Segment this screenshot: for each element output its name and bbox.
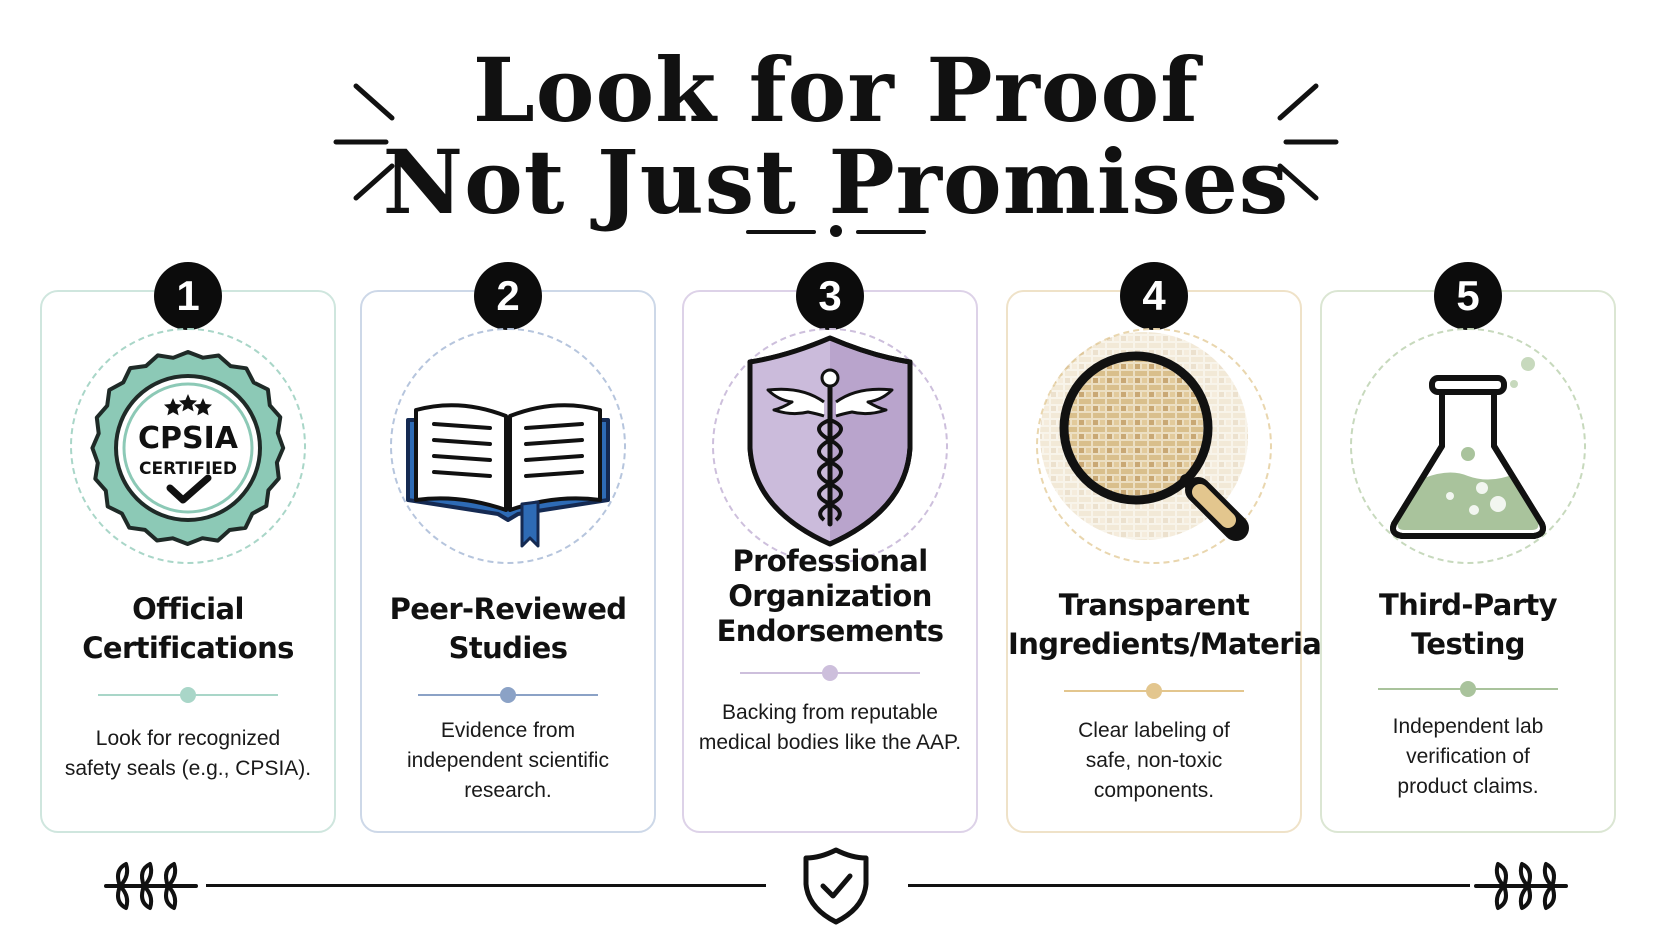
card-divider (740, 665, 920, 681)
card-professional-endorsements: 3 Professional Organization Endorsements… (682, 262, 978, 833)
card-heading: Third-Party Testing (1379, 588, 1558, 661)
step-number-badge: 3 (796, 262, 864, 330)
open-book-icon (406, 403, 610, 548)
card-peer-reviewed-studies: 2 Peer-Reviewed Studies Evidence from in… (360, 262, 656, 833)
caduceus-shield-icon (747, 335, 913, 547)
footer-divider-left (206, 884, 766, 887)
card-description: Clear labeling of safe, non-toxic compon… (1078, 719, 1230, 802)
card-transparent-ingredients: 4 Transparent Ingredients/Materials Clea… (1006, 262, 1348, 833)
icon-ring (1036, 328, 1272, 564)
card-divider (418, 687, 598, 703)
icon-ring (70, 328, 306, 564)
seal-text-cpsia: CPSIA (138, 421, 239, 456)
footer-divider-right (908, 884, 1470, 887)
laurel-left-icon (104, 862, 198, 910)
icon-ring (712, 328, 948, 564)
title-underline-ornament-icon (746, 225, 926, 237)
title-burst-right-icon (1277, 83, 1339, 201)
title-line-1: Look for Proof (472, 38, 1200, 142)
step-number-badge: 4 (1120, 262, 1188, 330)
laurel-right-icon (1474, 862, 1568, 910)
cpsia-seal-icon: CPSIA CERTIFIED (90, 350, 286, 546)
card-heading: Official Certifications (82, 592, 294, 665)
lab-flask-icon (1390, 357, 1546, 539)
card-divider (98, 687, 278, 703)
card-description: Look for recognized safety seals (e.g., … (64, 727, 312, 780)
shield-check-icon (803, 847, 869, 925)
title-burst-left-icon (333, 83, 395, 201)
magnifying-glass-icon (1040, 332, 1249, 541)
card-description: Backing from reputable medical bodies li… (698, 701, 962, 754)
step-number-badge: 2 (474, 262, 542, 330)
card-divider (1064, 683, 1244, 699)
card-heading: Transparent Ingredients/Materials (1008, 588, 1348, 661)
step-number-badge: 5 (1434, 262, 1502, 330)
card-description: Independent lab verification of product … (1392, 715, 1544, 798)
card-third-party-testing: 5 Third-Party Testing Independent lab ve… (1320, 262, 1616, 833)
step-number-badge: 1 (154, 262, 222, 330)
card-divider (1378, 681, 1558, 697)
icon-ring (1350, 328, 1586, 564)
icon-ring (390, 328, 626, 564)
title-line-2: Not Just Promises (382, 130, 1290, 234)
card-heading: Professional Organization Endorsements (716, 544, 944, 648)
card-description: Evidence from independent scientific res… (407, 719, 609, 802)
card-heading: Peer-Reviewed Studies (389, 592, 627, 665)
seal-text-certified: CERTIFIED (139, 459, 237, 479)
card-official-certifications: 1 CPSIA CERTIFIED Official Certification… (40, 262, 336, 833)
